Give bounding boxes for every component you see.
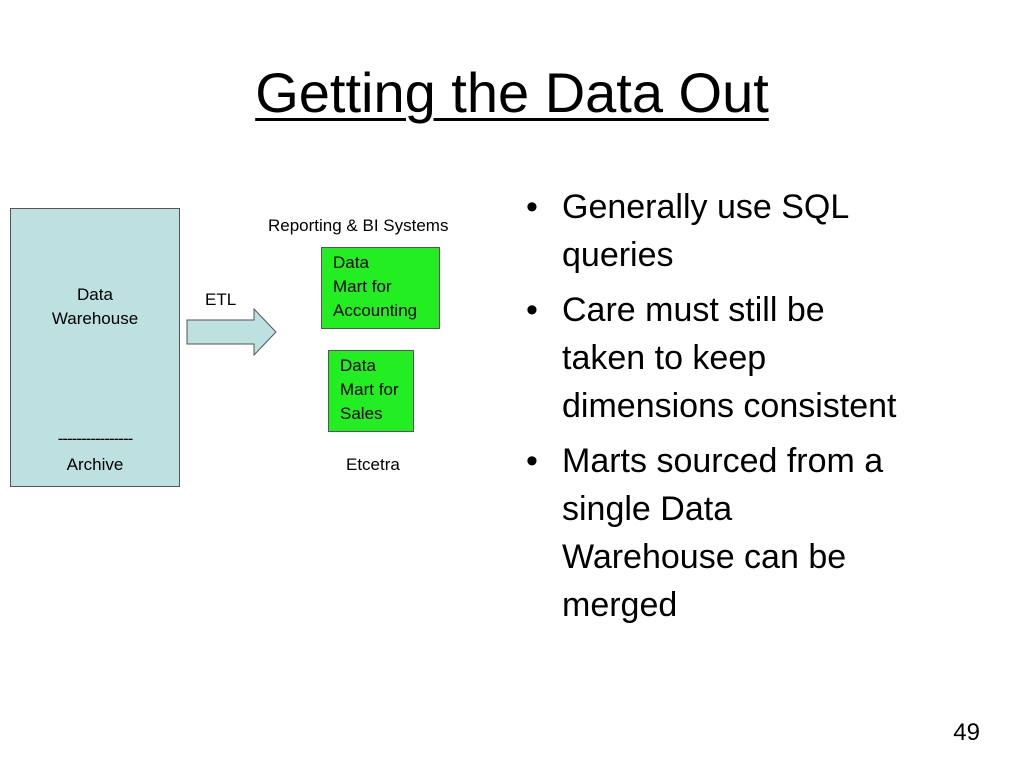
etcetra-label: Etcetra (346, 455, 400, 474)
slide-title: Getting the Data Out (0, 58, 1024, 128)
bullet-marker: • (526, 291, 538, 329)
etl-arrow-shape (186, 308, 277, 356)
bullet-text-line: Generally use SQL (562, 188, 850, 226)
bullet-marker: • (526, 188, 538, 226)
page-number: 49 (953, 719, 980, 746)
bullet-text-line: Care must still be (562, 291, 825, 329)
reporting-bi-label: Reporting & BI Systems (268, 216, 449, 235)
archive-label: Archive (66, 455, 124, 474)
mart-accounting-line-3: Accounting (333, 301, 418, 320)
data-warehouse-label-line1: Data (77, 285, 113, 304)
bullet-item: • Marts sourced from a single Data Wareh… (522, 437, 992, 629)
bullet-list: • Generally use SQL queries • Care must … (522, 183, 992, 636)
archive-divider: ---------------- (57, 429, 134, 448)
bullet-text-line: Marts sourced from a (562, 442, 884, 480)
etl-label: ETL (205, 290, 237, 309)
mart-sales-line-3: Sales (340, 404, 383, 423)
bullet-item: • Generally use SQL queries (522, 183, 992, 279)
data-warehouse-label: Data Warehouse (11, 283, 179, 331)
bullet-text-line: queries (562, 236, 674, 274)
mart-sales-line-2: Mart for (340, 380, 399, 399)
bullet-text-line: Warehouse can be (562, 538, 847, 576)
bullet-text-line: dimensions consistent (562, 387, 897, 425)
bullet-item: • Care must still be taken to keep dimen… (522, 286, 992, 430)
data-warehouse-label-line2: Warehouse (51, 309, 139, 328)
mart-accounting-line-2: Mart for (333, 277, 392, 296)
mart-accounting-line-1: Data (333, 253, 369, 272)
data-warehouse-box: Data Warehouse ---------------- Archive (10, 208, 180, 487)
data-mart-sales: Data Mart for Sales (328, 350, 414, 432)
etl-arrow-icon (186, 308, 277, 356)
bullet-marker: • (526, 442, 538, 480)
mart-sales-line-1: Data (340, 356, 376, 375)
data-mart-accounting: Data Mart for Accounting (321, 247, 440, 329)
bullet-text-line: single Data (562, 490, 733, 528)
bullet-text-line: taken to keep (562, 339, 767, 377)
slide-title-text: Getting the Data Out (255, 61, 769, 124)
bullet-text-line: merged (562, 586, 678, 624)
